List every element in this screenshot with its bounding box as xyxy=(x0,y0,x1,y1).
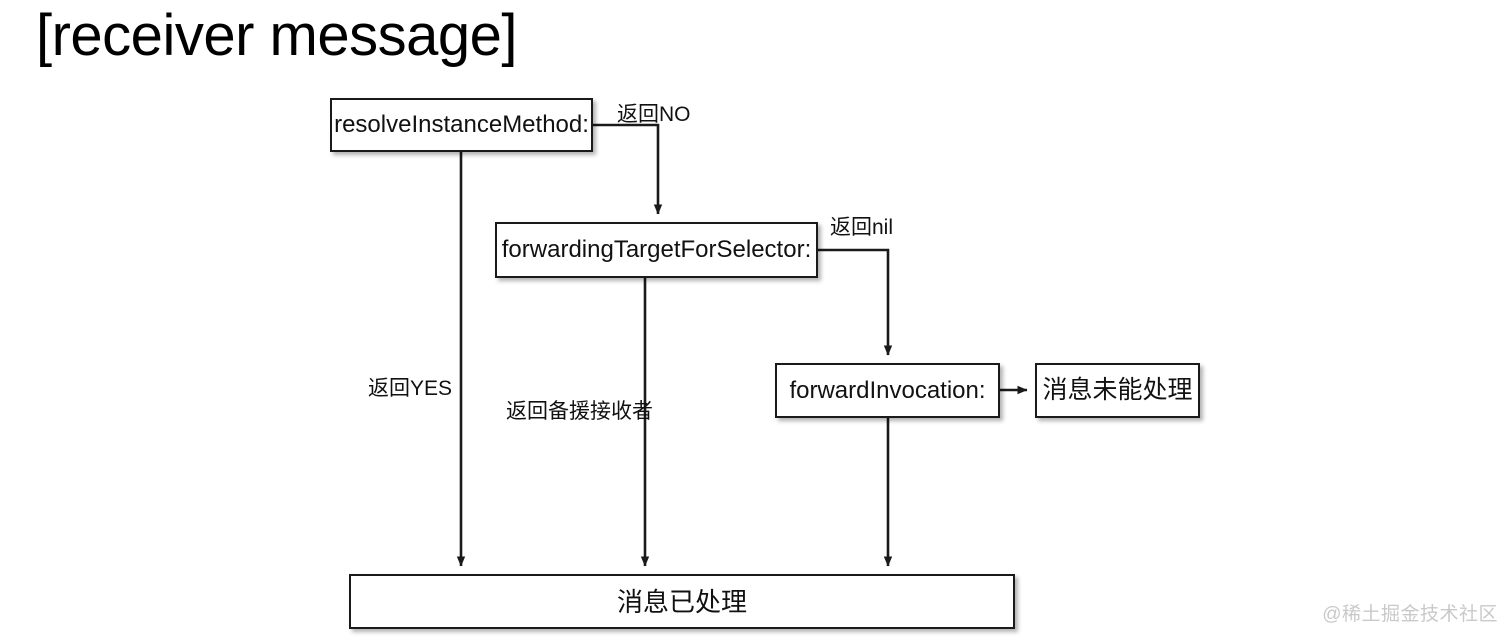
page-title: [receiver message] xyxy=(36,3,517,68)
edge-forwardingtarget-to-forwardinvocation xyxy=(818,248,893,356)
node-message-unhandled[interactable]: 消息未能处理 xyxy=(1035,363,1200,418)
watermark: @稀土掘金技术社区 xyxy=(1322,604,1498,625)
node-label: 消息已处理 xyxy=(616,586,747,617)
node-label: 消息未能处理 xyxy=(1042,376,1193,404)
edge-label-return-no: 返回NO xyxy=(617,103,691,126)
node-message-handled[interactable]: 消息已处理 xyxy=(349,574,1015,629)
edge-label-return-yes: 返回YES xyxy=(368,377,453,400)
edge-resolve-to-forwardingtarget xyxy=(593,123,663,215)
node-forward-invocation[interactable]: forwardInvocation: xyxy=(775,363,1000,418)
node-label: resolveInstanceMethod: xyxy=(334,111,589,138)
node-label: forwardingTargetForSelector: xyxy=(501,236,812,263)
node-resolve-instance-method[interactable]: resolveInstanceMethod: xyxy=(330,98,593,152)
node-label: forwardInvocation: xyxy=(789,376,986,404)
node-forwarding-target-for-selector[interactable]: forwardingTargetForSelector: xyxy=(495,222,818,278)
edge-label-return-nil: 返回nil xyxy=(830,216,894,239)
edge-label-return-backup-receiver: 返回备援接收者 xyxy=(506,400,653,423)
